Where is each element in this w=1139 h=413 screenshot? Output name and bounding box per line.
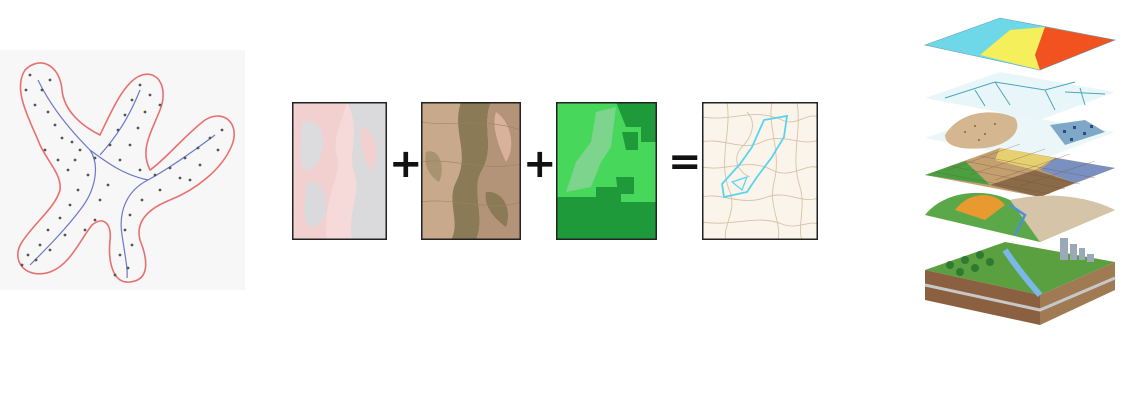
layer-raster-grid [925, 143, 1115, 197]
sample-points [20, 73, 224, 277]
plus-operator-1: + [389, 141, 423, 187]
layer-roads [925, 72, 1115, 120]
overlay-result-map-icon [702, 102, 818, 240]
buffer-map-icon [0, 50, 245, 290]
equals-operator: = [668, 139, 702, 185]
layer-elevation [925, 192, 1115, 242]
contour-map-icon [421, 102, 521, 240]
layer-landscape [924, 238, 1116, 325]
vegetation-map-icon [556, 102, 657, 240]
plus-operator-2: + [523, 141, 557, 187]
gis-layer-stack-icon [923, 17, 1117, 325]
layer-polygons [923, 17, 1117, 71]
soil-map-icon [292, 102, 387, 240]
layer-terrain-points [925, 112, 1115, 160]
